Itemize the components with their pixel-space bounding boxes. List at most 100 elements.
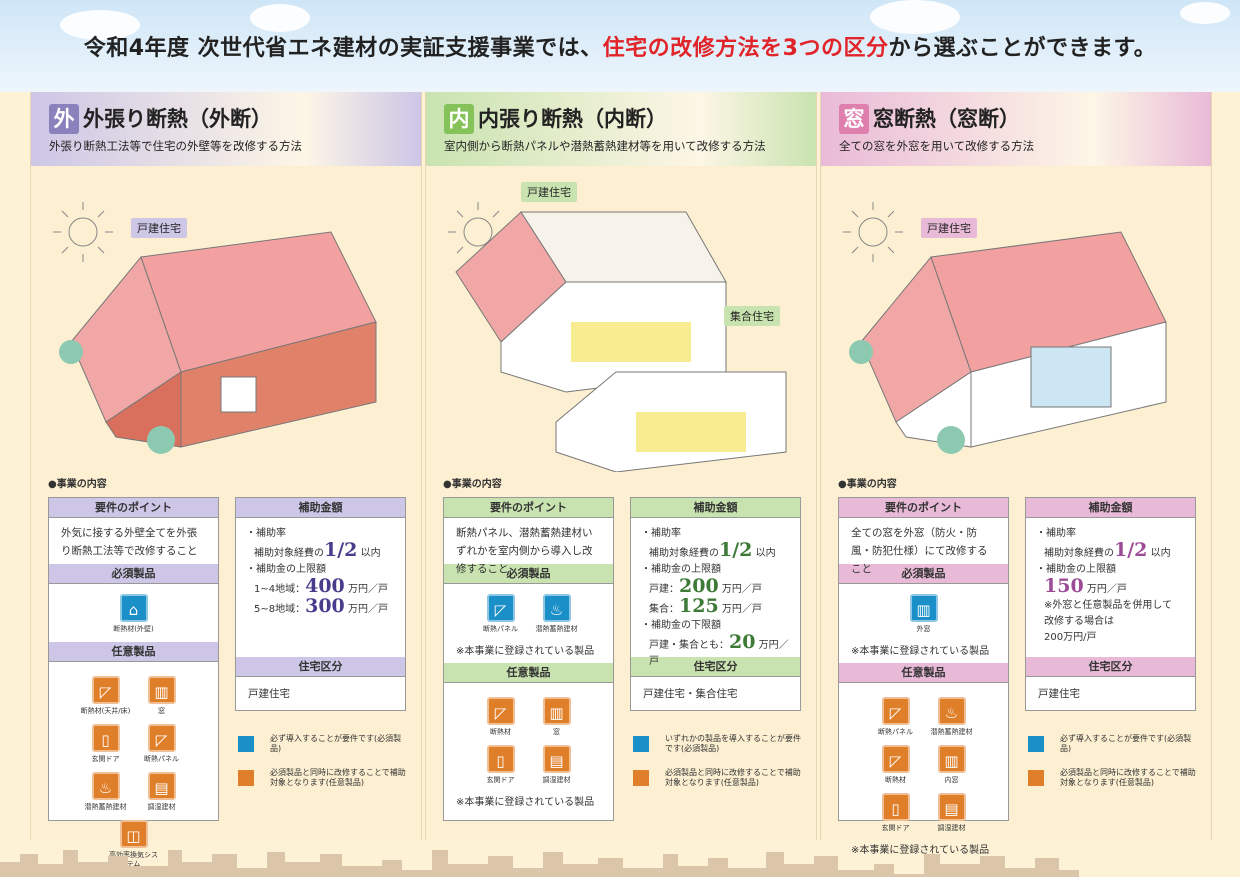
optional-products-header: 任意製品 [839,663,1008,683]
product-item: ▯玄関ドア [80,724,132,764]
product-label: 高効率換気システム [109,851,158,868]
product-label: 調湿建材 [542,776,571,784]
method-subtitle: 全ての窓を外窓を用いて改修する方法 [839,139,1035,153]
product-label: 窓 [158,707,165,715]
product-item: ▥ 外窓 [898,594,950,634]
legend-optional: 必須製品と同時に改修することで補助対象となります(任意製品) [238,768,410,788]
housing-type-tag: 集合住宅 [724,306,780,326]
product-label: 外窓 [916,625,931,633]
window-icon: ▥ [909,594,938,622]
requirements-text: 全ての窓を外窓（防火・防風・防犯仕様）にて改修すること [851,527,988,575]
product-item: ◸断熱パネル [475,594,527,634]
product-label: 調湿建材 [147,803,176,811]
heat-storage-icon: ♨ [542,594,571,622]
method-column-1: 内 内張り断熱（内断） 室内側から断熱パネルや潜熱蓄熱建材等を用いて改修する方法… [425,92,817,840]
product-item: ♨ 潜熱蓄熱建材 [80,772,132,812]
amount-line: ・補助金の上限額 [641,564,721,575]
method-column-0: 外 外張り断熱（外断） 外張り断熱工法等で住宅の外壁等を改修する方法 戸建住宅 … [30,92,422,868]
product-label: 潜熱蓄熱建材 [84,803,127,811]
product-label: 断熱材(外壁) [113,625,154,633]
amount-line: 改修する場合は [1044,616,1114,627]
required-color-swatch [238,736,254,752]
product-label: 断熱材 [885,776,906,784]
product-label: 内窓 [944,776,959,784]
amount-line: 150 万円／戸 [1044,575,1127,597]
optional-products-header: 任意製品 [444,663,613,683]
method-badge: 外 [49,104,79,134]
house-icon: ⌂ [119,594,148,622]
amount-line: ・補助金の上限額 [1036,564,1116,575]
optional-products: ◸断熱パネル♨潜熱蓄熱建材◸断熱材▥内窓▯玄関ドア▤調湿建材 [839,683,1008,841]
column-header: 窓 窓断熱（窓断） 全ての窓を外窓を用いて改修する方法 [821,92,1211,166]
product-label: 調湿建材 [937,824,966,832]
insulation-icon: ◸ [91,676,120,704]
requirements-header: 要件のポイント [839,498,1008,518]
amount-line: 補助対象経費の1/2 以内 [649,539,776,561]
method-title: 外張り断熱（外断） [83,107,272,131]
house-illustration [843,202,1167,454]
housing-category-header: 住宅区分 [236,657,405,677]
required-color-swatch [633,736,649,752]
house-illustration [448,202,787,472]
product-label: 断熱パネル [483,625,518,633]
page-title: 令和4年度 次世代省エネ建材の実証支援事業では、住宅の改修方法を3つの区分から選… [83,36,1157,61]
amount-line: 補助対象経費の1/2 以内 [1044,539,1171,561]
requirements-text: 外気に接する外壁全てを外張り断熱工法等で改修すること [61,527,198,557]
product-label: 玄関ドア [486,776,515,784]
amount-line: 戸建：200 万円／戸 [649,575,762,597]
heat-storage-icon: ♨ [937,697,966,725]
requirements-header: 要件のポイント [444,498,613,518]
housing-type-tag: 戸建住宅 [521,182,577,202]
required-products: ⌂ 断熱材(外壁) [49,584,218,642]
humidity-icon: ▤ [147,772,176,800]
product-item: ▤調湿建材 [531,745,583,785]
product-item: ▥窓 [136,676,188,716]
product-label: 潜熱蓄熱建材 [535,625,578,633]
section-heading: ●事業の内容 [443,479,502,490]
amount-line: ・補助金の上限額 [246,564,326,575]
required-color-swatch [1028,736,1044,752]
requirements-box: 要件のポイント 全ての窓を外窓（防火・防風・防犯仕様）にて改修すること 必須製品… [838,497,1009,856]
method-badge: 内 [444,104,474,134]
housing-type-tag: 戸建住宅 [131,218,187,238]
amount-line: ・補助率 [1036,528,1076,539]
amount-line: 200万円/戸 [1044,632,1097,643]
product-label: 断熱材 [490,728,511,736]
method-subtitle: 室内側から断熱パネルや潜熱蓄熱建材等を用いて改修する方法 [444,139,766,153]
legend-required: 必ず導入することが要件です(必須製品) [1028,734,1200,754]
amount-line: ※外窓と任意製品を併用して [1044,600,1173,611]
housing-category-header: 住宅区分 [1026,657,1195,677]
requirements-text: 断熱パネル、潜熱蓄熱建材いずれかを室内側から導入し改修すること [456,527,593,575]
product-item: ▯玄関ドア [870,793,922,833]
product-item: ♨潜熱蓄熱建材 [926,697,978,737]
heat-storage-icon: ♨ [91,772,120,800]
product-item: ▥窓 [531,697,583,737]
product-item: ◸断熱材 [870,745,922,785]
product-item: ◸断熱材 [475,697,527,737]
housing-category: 戸建住宅 [1038,688,1080,700]
door-icon: ▯ [881,793,910,821]
required-products: ▥ 外窓 [839,584,1008,642]
humidity-icon: ▤ [937,793,966,821]
amount-line: ・補助金の下限額 [641,620,721,631]
required-note: ※本事業に登録されている製品 [851,646,990,657]
required-products-header: 必須製品 [444,564,613,584]
legend-optional: 必須製品と同時に改修することで補助対象となります(任意製品) [1028,768,1200,788]
product-label: 窓 [553,728,560,736]
optional-color-swatch [1028,770,1044,786]
city-skyline [0,850,1079,877]
panel-icon: ◸ [147,724,176,752]
subsidy-header: 補助金額 [1026,498,1195,518]
method-title: 内張り断熱（内断） [478,107,667,131]
product-item: ◫高効率換気システム [108,820,160,869]
column-header: 外 外張り断熱（外断） 外張り断熱工法等で住宅の外壁等を改修する方法 [31,92,421,166]
subsidy-header: 補助金額 [236,498,405,518]
amount-line: ・補助率 [641,528,681,539]
requirements-box: 要件のポイント 外気に接する外壁全てを外張り断熱工法等で改修すること 必須製品 … [48,497,219,868]
amount-line: 集合：125 万円／戸 [649,595,762,617]
legend-required: いずれかの製品を導入することが要件です(必須製品) [633,734,805,754]
required-products-header: 必須製品 [839,564,1008,584]
product-item: ◸断熱パネル [136,724,188,764]
